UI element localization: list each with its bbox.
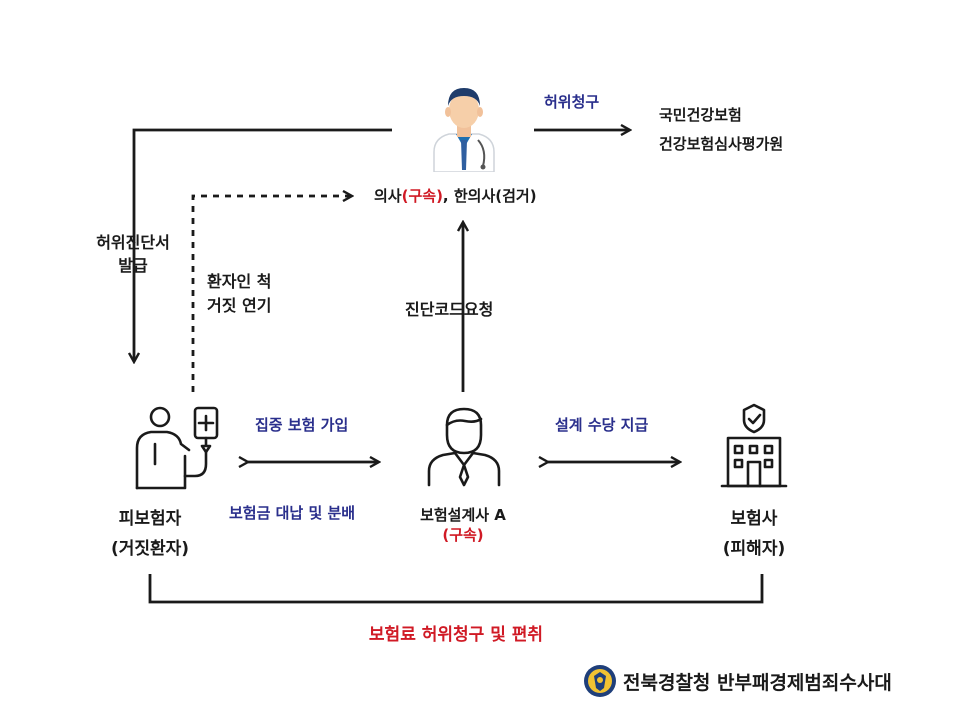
agency-hira: 건강보험심사평가원 [659,135,784,153]
design-fee-label: 설계 수당 지급 [555,416,649,434]
doctor-icon [433,88,495,172]
false-diagnosis-line2: 발급 [118,256,148,275]
false-diagnosis-arrow [134,128,392,362]
planner-name: 보험설계사 A [420,506,506,524]
pretend-patient-arrow [191,196,352,392]
diag-code-label: 진단코드요청 [405,300,494,319]
insured-role: (거짓환자) [110,539,190,559]
agency-nhis: 국민건강보험 [659,106,742,124]
payout-distribution-label: 보험금 대납 및 분배 [229,504,356,522]
false-claim-label: 허위청구 [544,93,600,111]
doctor-label-suffix: , 한의사(검거) [442,187,537,205]
police-emblem-icon [584,665,616,697]
pretend-patient-line2: 거짓 연기 [207,296,272,315]
pretend-patient-label: 환자인 척 거짓 연기 [207,270,271,318]
insured-name: 피보험자 [118,509,182,529]
doctor-status: (구속) [401,187,443,205]
planner-status: (구속) [442,526,484,544]
planner-icon [427,407,501,487]
diagram-title: 보험사기 관계도 [1] [349,14,621,50]
footer-org: 전북경찰청 반부패경제범죄수사대 [623,672,892,694]
doctor-label: 의사(구속), 한의사(검거) [374,185,537,206]
insurance-building-icon [720,403,788,488]
patient-iv-icon [135,406,219,490]
premium-fraud-label: 보험료 허위청구 및 편취 [368,625,544,645]
insurer-role: (피해자) [722,539,786,559]
false-diagnosis-line1: 허위진단서 [96,233,170,252]
insurer-name: 보험사 [730,509,778,529]
false-diagnosis-label: 허위진단서 발급 [78,231,188,277]
pretend-patient-line1: 환자인 척 [207,272,272,291]
doctor-label-prefix: 의사 [374,187,402,205]
premium-fraud-bracket [148,574,764,604]
concentrated-signup-label: 집중 보험 가입 [255,416,349,434]
